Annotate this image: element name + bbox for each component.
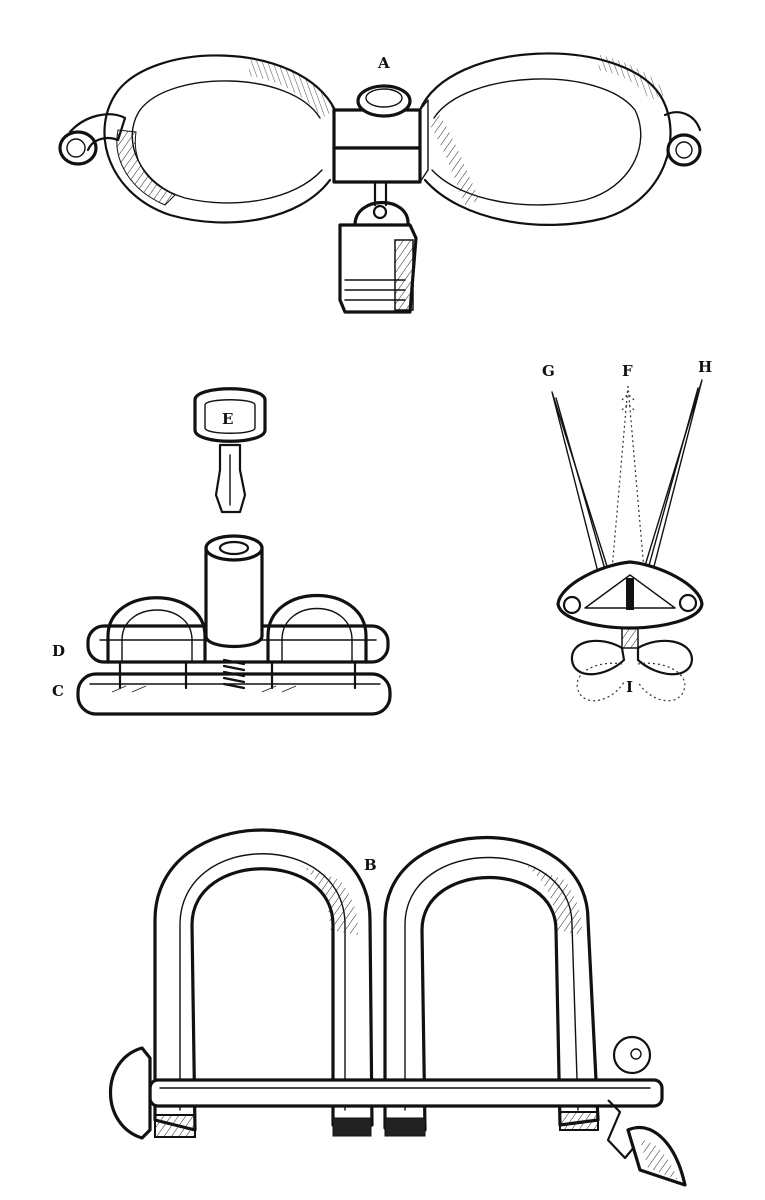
label-d: D	[52, 642, 65, 660]
label-g: G	[542, 362, 555, 380]
figure-b-double-shackle: B	[109, 828, 687, 1187]
label-b: B	[364, 856, 377, 874]
label-c: C	[52, 682, 64, 700]
label-f: F	[622, 362, 633, 380]
figure-e-key: E	[193, 387, 267, 514]
figure-fghi-pear-instrument: G F H I	[542, 358, 712, 702]
figure-cd-thumbscrew-base: D C	[52, 534, 392, 716]
label-h: H	[698, 358, 712, 376]
figure-a-handcuffs: A	[58, 52, 702, 314]
label-a: A	[377, 54, 390, 72]
label-i: I	[626, 678, 633, 696]
label-e: E	[222, 410, 233, 428]
